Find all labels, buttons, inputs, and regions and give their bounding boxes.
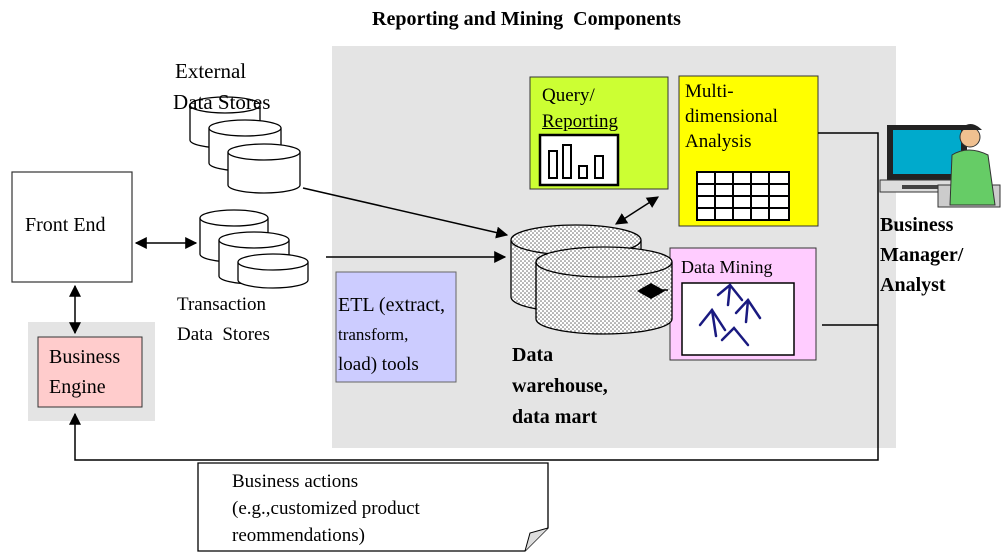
- business-engine-box[interactable]: [37, 336, 143, 408]
- transaction-data-stores-cylinders: [199, 209, 309, 289]
- business-actions-text: Business actions (e.g.,customized produc…: [232, 471, 420, 546]
- front-end-label: Front End: [25, 214, 106, 236]
- data-mining-label: Data Mining: [681, 257, 773, 277]
- query-reporting-label: Query/ Reporting: [542, 85, 618, 132]
- data-warehouse-label: Data warehouse, data mart: [512, 344, 608, 428]
- business-engine-label: Business Engine: [49, 346, 121, 398]
- data-warehouse-cylinders[interactable]: [510, 224, 673, 335]
- computer-user-icon: [879, 124, 1001, 208]
- grid-table-icon: [696, 171, 790, 221]
- business-manager-label: Business Manager/ Analyst: [880, 214, 964, 296]
- external-data-stores-cylinders: [189, 96, 301, 194]
- etl-box[interactable]: [335, 271, 457, 383]
- diagram-title: Reporting and Mining Components: [372, 8, 681, 30]
- external-data-stores-label: External Data Stores: [173, 59, 271, 114]
- etl-label: ETL (extract, transform, load) tools: [338, 294, 445, 375]
- transaction-data-stores-label: Transaction Data Stores: [177, 294, 270, 345]
- multidimensional-label: Multi- dimensional Analysis: [685, 81, 778, 152]
- front-end-box[interactable]: [11, 171, 133, 283]
